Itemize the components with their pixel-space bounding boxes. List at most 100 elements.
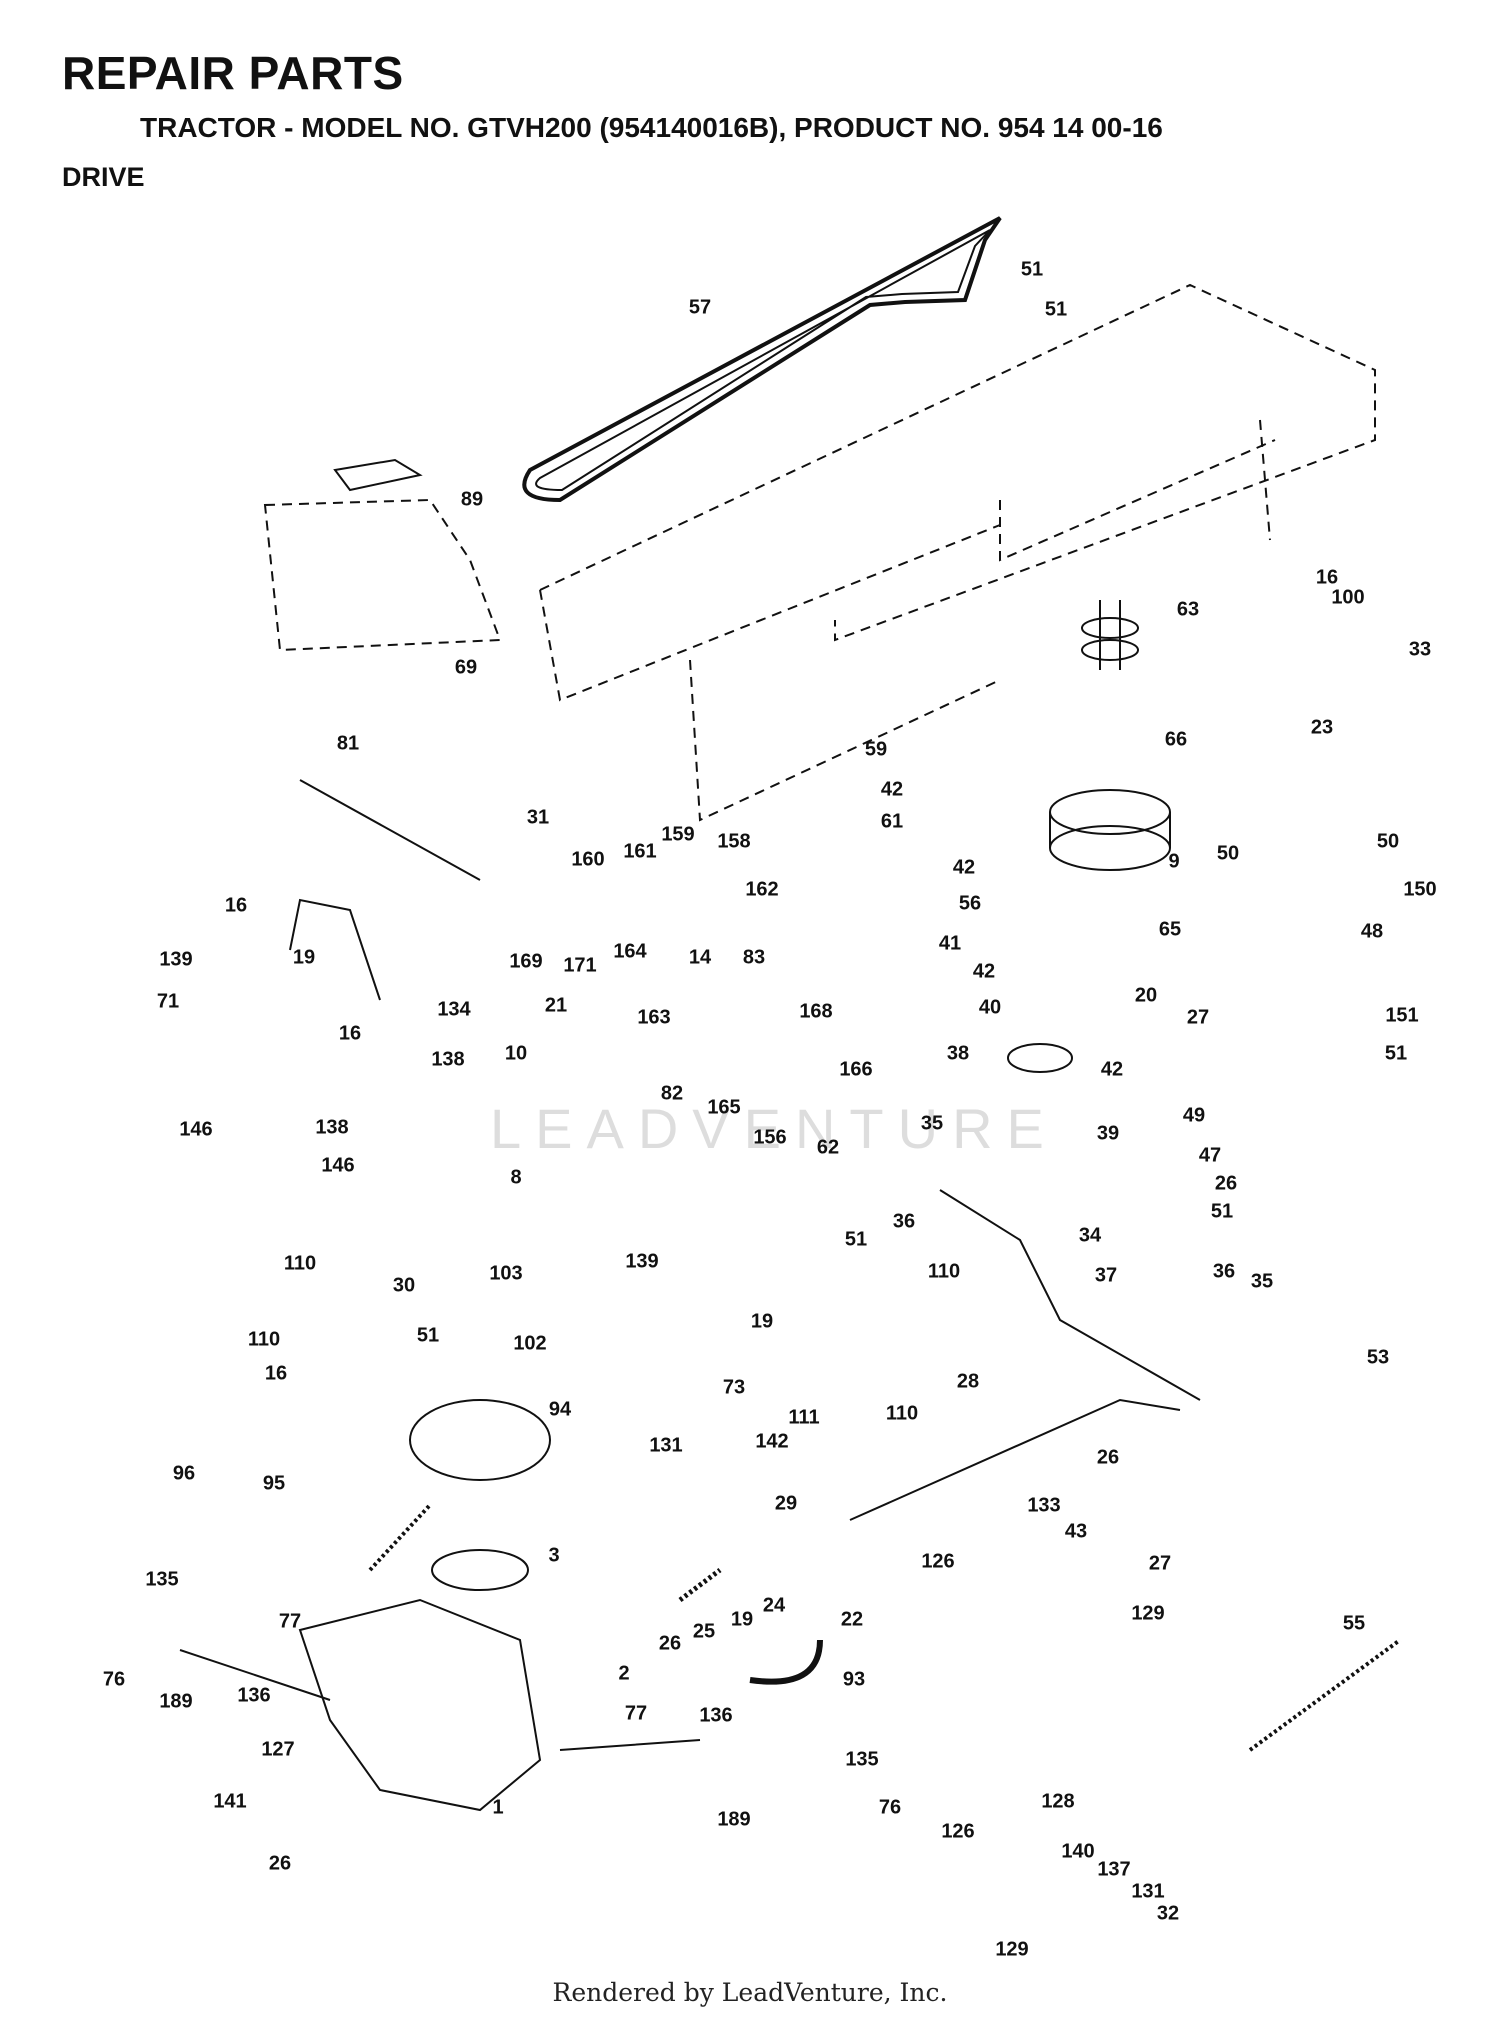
callout-151: 151 [1385,1004,1418,1026]
cooling-fan [409,1399,551,1481]
callout-16: 16 [339,1022,361,1044]
callout-83: 83 [743,946,765,968]
callout-138: 138 [431,1048,464,1070]
callout-29: 29 [775,1492,797,1514]
callout-135: 135 [845,1748,878,1770]
frame-rails [539,283,1376,822]
callout-41: 41 [939,932,961,954]
callout-73: 73 [723,1376,745,1398]
callout-47: 47 [1199,1144,1221,1166]
callout-16: 16 [265,1362,287,1384]
callout-59: 59 [865,738,887,760]
callout-24: 24 [763,1594,786,1616]
callout-69: 69 [455,656,477,678]
callout-141: 141 [213,1790,246,1812]
callout-142: 142 [755,1430,788,1452]
callout-36: 36 [893,1210,915,1232]
callout-146: 146 [321,1154,354,1176]
callout-139: 139 [159,948,192,970]
callout-189: 189 [159,1690,192,1712]
spring-25 [678,1568,722,1602]
callout-34: 34 [1079,1224,1102,1246]
callout-19: 19 [751,1310,773,1332]
callout-111: 111 [788,1406,819,1428]
callout-139: 139 [625,1250,658,1272]
callout-100: 100 [1331,586,1364,608]
callout-77: 77 [625,1702,647,1724]
shift-rod-34 [939,1189,1201,1401]
callout-30: 30 [393,1274,415,1296]
callout-2: 2 [618,1662,629,1684]
callout-96: 96 [173,1462,195,1484]
spring-55 [1248,1638,1402,1752]
callout-162: 162 [745,878,778,900]
callout-51: 51 [417,1324,439,1346]
model-subtitle: TRACTOR - MODEL NO. GTVH200 (954140016B)… [140,112,1163,143]
callout-42: 42 [953,856,975,878]
callout-166: 166 [839,1058,872,1080]
callout-159: 159 [661,823,694,845]
callout-38: 38 [947,1042,969,1064]
callout-51: 51 [1211,1200,1233,1222]
callout-102: 102 [513,1332,546,1354]
callout-126: 126 [921,1550,954,1572]
hood-bracket [263,498,502,652]
input-pulley [431,1549,529,1591]
callout-53: 53 [1367,1346,1389,1368]
callout-110: 110 [284,1252,316,1274]
callout-35: 35 [921,1112,943,1134]
callout-138: 138 [315,1116,348,1138]
callout-25: 25 [693,1620,715,1642]
callout-48: 48 [1361,920,1383,942]
callout-171: 171 [563,954,596,976]
callout-76: 76 [879,1796,901,1818]
callout-19: 19 [731,1608,753,1630]
callout-26: 26 [659,1632,681,1654]
callout-27: 27 [1187,1006,1209,1028]
callout-42: 42 [973,960,995,982]
callout-137: 137 [1097,1858,1130,1880]
callout-161: 161 [623,840,656,862]
callout-26: 26 [269,1852,291,1874]
callout-50: 50 [1217,842,1239,864]
callout-51: 51 [1021,258,1043,280]
callout-63: 63 [1177,598,1199,620]
engine-pulley [1081,600,1139,670]
callout-55: 55 [1343,1612,1365,1634]
callout-93: 93 [843,1668,865,1690]
callout-35: 35 [1251,1270,1273,1292]
callout-9: 9 [1168,850,1179,872]
callout-28: 28 [957,1370,979,1392]
callout-71: 71 [157,990,179,1012]
callout-77: 77 [279,1610,301,1632]
callout-128: 128 [1041,1790,1074,1812]
callout-16: 16 [1316,566,1338,588]
callout-140: 140 [1061,1840,1094,1862]
callout-51: 51 [1045,298,1067,320]
callout-22: 22 [841,1608,863,1630]
rod-134 [289,898,381,1001]
callout-21: 21 [545,994,567,1016]
hose-93 [749,1639,823,1685]
callout-8: 8 [510,1166,521,1188]
callout-66: 66 [1165,728,1187,750]
callout-50: 50 [1377,830,1399,852]
callout-26: 26 [1097,1446,1119,1468]
callout-94: 94 [549,1398,572,1420]
callout-136: 136 [699,1704,732,1726]
callout-150: 150 [1403,878,1436,900]
callout-10: 10 [505,1042,527,1064]
callout-135: 135 [145,1568,178,1590]
callout-110: 110 [928,1260,960,1282]
callout-20: 20 [1135,984,1157,1006]
callout-51: 51 [845,1228,867,1250]
spring-95 [368,1503,432,1572]
callout-49: 49 [1183,1104,1205,1126]
callout-36: 36 [1213,1260,1235,1282]
callout-160: 160 [571,848,604,870]
callout-57: 57 [689,296,711,318]
callout-110: 110 [248,1328,280,1350]
callout-95: 95 [263,1472,285,1494]
callout-103: 103 [489,1262,522,1284]
